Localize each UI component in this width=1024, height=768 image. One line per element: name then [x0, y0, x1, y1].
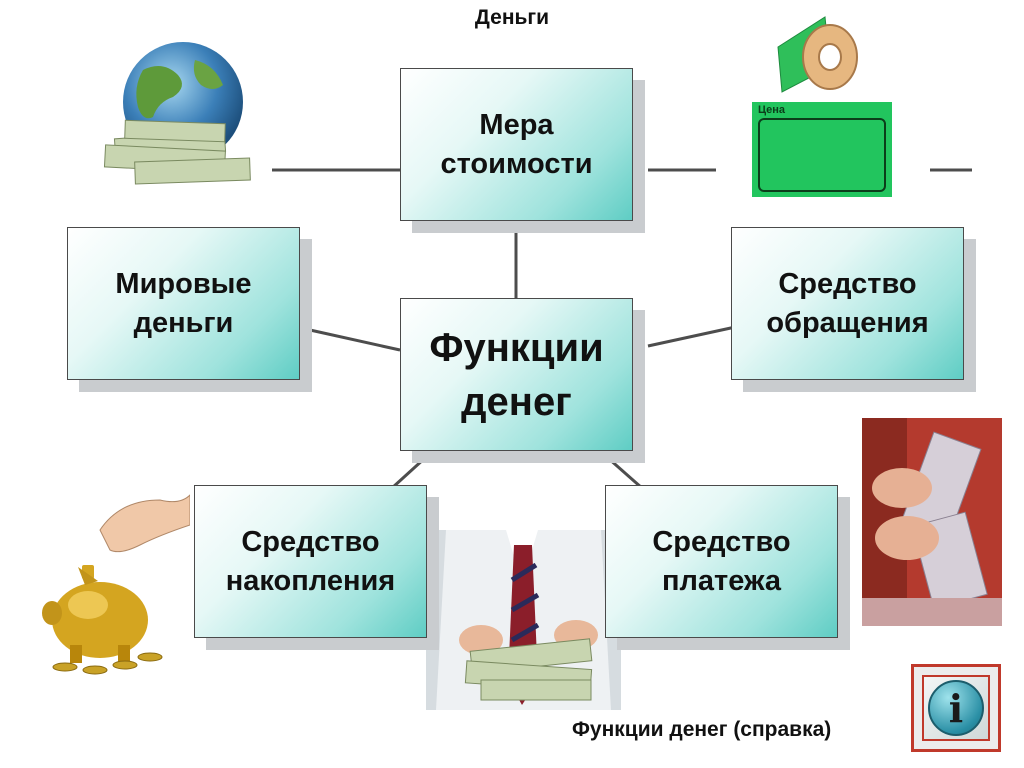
piggy-bank-image: [42, 494, 190, 675]
node-payment-label: Средство платежа: [652, 525, 791, 597]
node-money-functions: Функции денег: [400, 298, 633, 451]
node-measure-of-value: Мера стоимости: [400, 68, 633, 221]
globe-money-image: [103, 42, 251, 185]
connector-world: [309, 328, 401, 352]
info-icon: i: [928, 680, 984, 736]
connector-accumulation: [390, 456, 427, 490]
connector-circulation: [647, 324, 741, 348]
businessman-money-image: [426, 530, 621, 710]
node-center-label: Функции денег: [429, 325, 604, 424]
node-measure-label: Мера стоимости: [440, 108, 593, 180]
node-accumulation-label: Средство накопления: [225, 525, 396, 597]
reference-caption[interactable]: Функции денег (справка): [572, 718, 832, 741]
page-title: Деньги: [474, 6, 550, 29]
price-tag-field: [758, 118, 886, 192]
node-circulation-label: Средство обращения: [766, 267, 929, 339]
node-means-of-circulation: Средство обращения: [731, 227, 964, 380]
node-means-of-payment: Средство платежа: [605, 485, 838, 638]
node-means-of-accumulation: Средство накопления: [194, 485, 427, 638]
price-tag: Цена: [752, 102, 892, 197]
connector-payment: [607, 456, 643, 490]
hands-cash-image: [862, 418, 1002, 626]
price-tag-label: Цена: [758, 104, 786, 116]
node-world-money: Мировые деньги: [67, 227, 300, 380]
info-button-frame: i: [922, 675, 990, 741]
info-button[interactable]: i: [911, 664, 1001, 752]
price-tag-roll-image: [777, 16, 858, 93]
node-world-label: Мировые деньги: [115, 267, 252, 339]
